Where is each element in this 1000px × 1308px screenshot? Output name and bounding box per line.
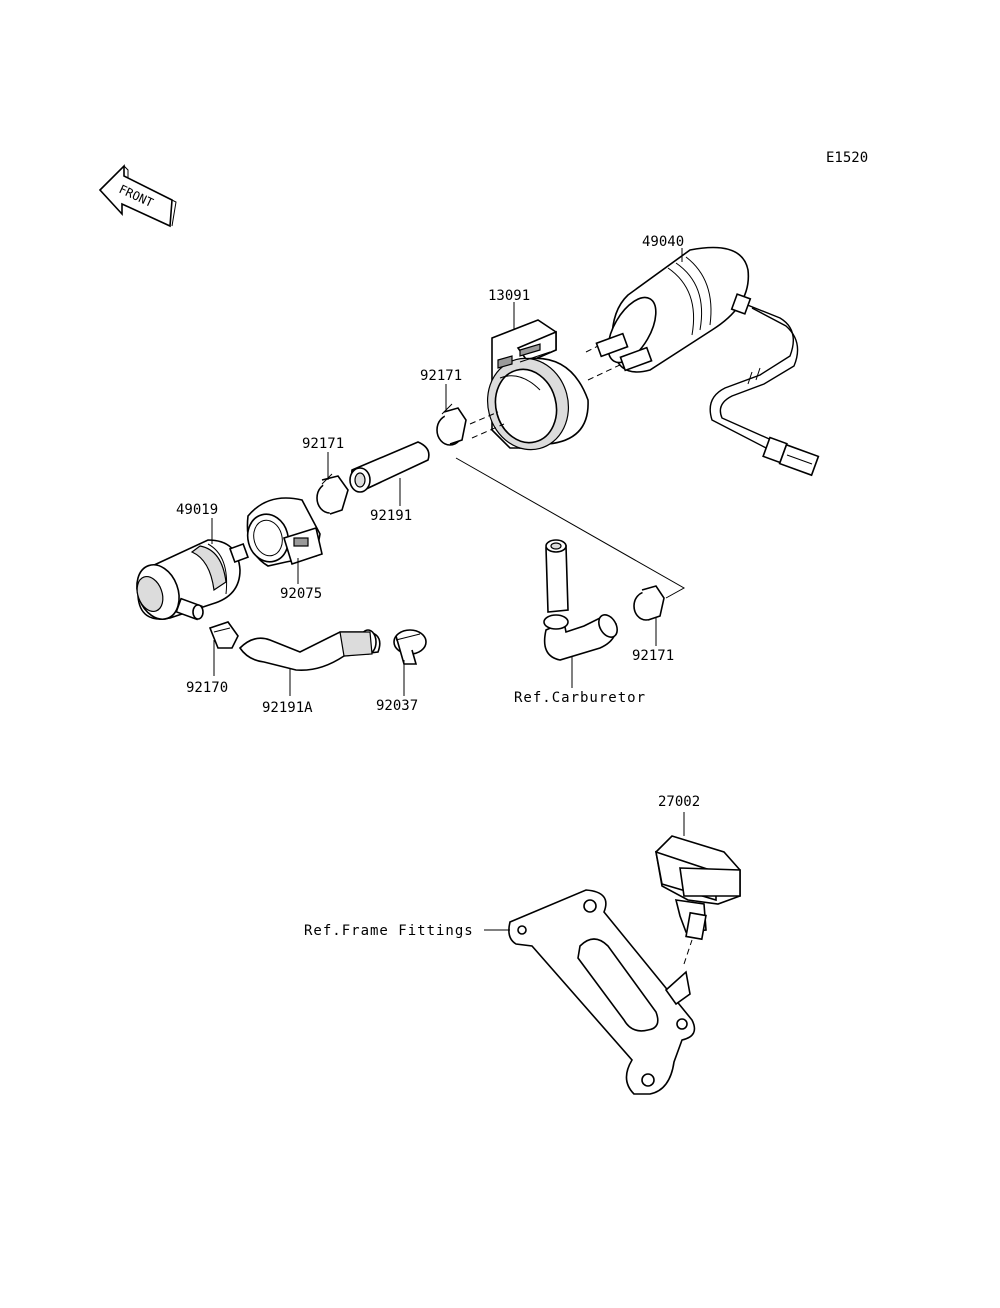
part-label-92037: 92037	[376, 698, 418, 714]
part-label-92171-middle: 92171	[302, 436, 344, 452]
carburetor-hoses	[543, 539, 618, 661]
fuel-pump	[585, 246, 820, 477]
clamp-upper	[436, 403, 467, 446]
pump-bracket	[469, 319, 589, 451]
clamp-92037	[393, 629, 427, 665]
front-direction-arrow-icon: FRONT	[98, 164, 177, 228]
filter-holder	[246, 497, 323, 567]
fuel-hose-straight	[349, 441, 430, 493]
part-label-13091: 13091	[488, 288, 530, 304]
clip-92170	[208, 621, 239, 649]
leader-lines	[211, 248, 685, 931]
clamp-middle	[316, 473, 349, 515]
frame-fitting-bracket	[508, 889, 696, 1095]
relay	[654, 835, 741, 941]
part-label-27002: 27002	[658, 794, 700, 810]
ref-frame-fittings-label: Ref.Frame Fittings	[304, 923, 474, 939]
part-label-92191a: 92191A	[262, 700, 313, 716]
ref-carburetor-label: Ref.Carburetor	[514, 690, 646, 706]
fuel-hose-bent	[238, 629, 381, 672]
part-label-92171-lower: 92171	[632, 648, 674, 664]
part-label-92191: 92191	[370, 508, 412, 524]
part-label-92170: 92170	[186, 680, 228, 696]
part-label-92171-upper: 92171	[420, 368, 462, 384]
part-label-49040: 49040	[642, 234, 684, 250]
diagram-code: E1520	[826, 150, 868, 166]
part-label-49019: 49019	[176, 502, 218, 518]
fuel-filter	[136, 539, 249, 621]
clamp-lower-right	[633, 585, 665, 621]
assembly-leader-line	[455, 457, 686, 599]
part-label-92075: 92075	[280, 586, 322, 602]
